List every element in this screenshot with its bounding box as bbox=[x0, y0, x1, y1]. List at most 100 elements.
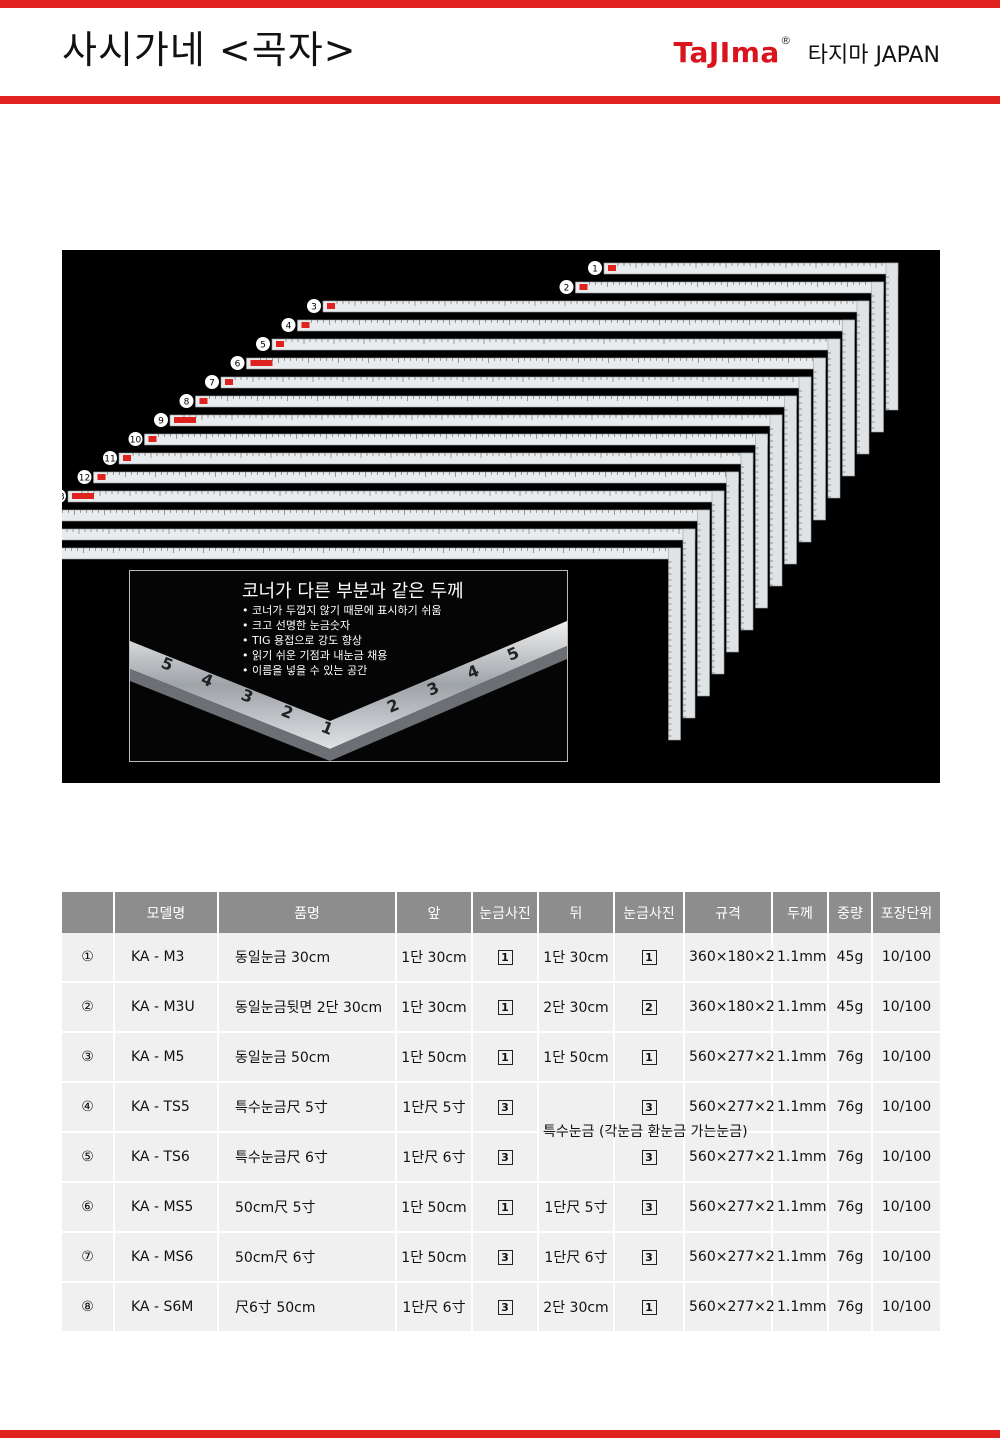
ruler-blade bbox=[769, 414, 783, 587]
front-scale: 1단 50cm bbox=[396, 1032, 473, 1083]
col-header-model: 모델명 bbox=[114, 892, 219, 933]
ruler-blade bbox=[813, 357, 826, 521]
ruler-ticks bbox=[697, 523, 701, 693]
front-scale-photo: 1 bbox=[472, 982, 539, 1033]
front-scale: 1단 30cm bbox=[396, 982, 473, 1033]
packing-unit: 10/100 bbox=[872, 933, 940, 983]
packing-unit: 10/100 bbox=[872, 1232, 940, 1283]
ruler-number-label: 6 bbox=[235, 360, 241, 370]
col-header-pack: 포장단위 bbox=[872, 892, 940, 933]
back-scale: 1단尺 5寸 bbox=[538, 1182, 615, 1233]
ruler-number-label: 4 bbox=[286, 322, 292, 332]
scale-photo-number: 1 bbox=[641, 1300, 657, 1315]
size-spec: 560×277×2 bbox=[684, 1132, 775, 1183]
col-header-size: 규격 bbox=[684, 892, 773, 933]
ruler-ticks bbox=[62, 510, 693, 515]
front-scale-photo: 3 bbox=[472, 1232, 539, 1283]
model-name: KA - TS5 bbox=[114, 1082, 219, 1133]
feature-item: 읽기 쉬운 기점과 내눈금 채용 bbox=[242, 648, 442, 663]
front-scale-photo: 3 bbox=[472, 1132, 539, 1183]
back-scale-photo: 1 bbox=[614, 1032, 685, 1083]
packing-unit: 10/100 bbox=[872, 982, 940, 1033]
row-number: ⑤ bbox=[62, 1132, 115, 1183]
front-scale: 1단尺 6寸 bbox=[396, 1132, 473, 1183]
top-accent-bar bbox=[0, 0, 1000, 8]
ruler-ticks bbox=[726, 485, 730, 649]
back-scale-photo: 2 bbox=[614, 982, 685, 1033]
back-scale: 1단 50cm bbox=[538, 1032, 615, 1083]
ruler-number-badge bbox=[179, 394, 194, 408]
ruler-ticks bbox=[857, 314, 860, 454]
front-scale-photo: 1 bbox=[472, 1182, 539, 1233]
tajima-logo-text: TaJIma bbox=[673, 36, 780, 69]
ruler-ticks bbox=[813, 371, 817, 517]
model-name: KA - M3 bbox=[114, 933, 219, 983]
front-scale-photo: 3 bbox=[472, 1082, 539, 1133]
weight: 76g bbox=[828, 1032, 873, 1083]
size-spec: 560×277×2 bbox=[684, 1282, 775, 1333]
ruler-blade bbox=[726, 471, 739, 653]
ruler-origin-mark bbox=[327, 303, 335, 309]
weight: 76g bbox=[828, 1282, 873, 1333]
ruler-number-label: 7 bbox=[209, 379, 215, 389]
ruler-ticks bbox=[209, 396, 780, 401]
feature-item: 크고 선명한 눈금숫자 bbox=[242, 618, 442, 633]
table-header-row: 모델명 품명 앞 눈금사진 뒤 눈금사진 규격 두께 중량 포장단위 bbox=[62, 892, 940, 933]
ruler-blade bbox=[67, 490, 725, 503]
ruler-origin-mark bbox=[276, 341, 284, 347]
ruler-origin-mark bbox=[608, 265, 616, 271]
front-scale: 1단 50cm bbox=[396, 1232, 473, 1283]
rulers-illustration: 16151413121110987654321 bbox=[62, 261, 899, 741]
brand: TaJIma® 타지마 JAPAN bbox=[673, 34, 940, 69]
scale-photo-number: 2 bbox=[641, 1000, 657, 1015]
ruler-origin-mark bbox=[250, 360, 273, 366]
ruler-origin-mark bbox=[72, 493, 94, 499]
ruler-number-badge bbox=[281, 318, 296, 332]
thickness: 1.1mm bbox=[772, 1182, 829, 1233]
col-header-weight: 중량 bbox=[828, 892, 873, 933]
front-scale-photo: 1 bbox=[472, 1032, 539, 1083]
back-scale-photo: 1 bbox=[614, 1282, 685, 1333]
ruler-blade bbox=[711, 490, 725, 675]
front-scale: 1단 50cm bbox=[396, 1182, 473, 1233]
ruler-ticks bbox=[617, 263, 883, 268]
ruler-number-badge bbox=[205, 375, 219, 389]
size-spec: 560×277×2 bbox=[684, 1232, 775, 1283]
product-name: 특수눈금尺 5寸 bbox=[218, 1082, 397, 1133]
ruler-blade bbox=[842, 319, 855, 477]
ruler-number-badge bbox=[154, 413, 168, 427]
ruler-ticks bbox=[234, 377, 794, 382]
col-header-front: 앞 bbox=[396, 892, 473, 933]
ruler-blade bbox=[62, 509, 710, 522]
row-number: ⑧ bbox=[62, 1282, 115, 1333]
scale-photo-number: 3 bbox=[497, 1150, 513, 1165]
product-photo: 16151413121110987654321 5 4 3 2 1 2 3 4 bbox=[62, 250, 940, 783]
ruler-number-label: 1 bbox=[592, 265, 598, 275]
back-scale: 2단 30cm bbox=[538, 1282, 615, 1333]
product-name: 50cm尺 6寸 bbox=[218, 1232, 397, 1283]
ruler-origin-mark bbox=[301, 322, 310, 328]
row-number: ③ bbox=[62, 1032, 115, 1083]
ruler-ticks bbox=[589, 282, 866, 287]
packing-unit: 10/100 bbox=[872, 1132, 940, 1183]
ruler-blade bbox=[220, 376, 812, 389]
row-number: ④ bbox=[62, 1082, 115, 1133]
ruler-number-label: 8 bbox=[184, 398, 190, 408]
ruler-ticks bbox=[828, 352, 831, 498]
back-scale: 1단 30cm bbox=[538, 933, 615, 983]
model-name: KA - MS5 bbox=[114, 1182, 219, 1233]
thickness: 1.1mm bbox=[772, 1032, 829, 1083]
front-scale: 1단 30cm bbox=[396, 933, 473, 983]
scale-photo-number: 1 bbox=[497, 1000, 513, 1015]
feature-list: 코너가 두껍지 않기 때문에 표시하기 쉬움 크고 선명한 눈금숫자 TIG 용… bbox=[242, 603, 442, 678]
ruler-number-badge bbox=[588, 261, 602, 275]
model-name: KA - M3U bbox=[114, 982, 219, 1033]
thickness: 1.1mm bbox=[772, 933, 829, 983]
ruler-number-label: 9 bbox=[158, 417, 164, 427]
bottom-accent-bar bbox=[0, 1430, 1000, 1438]
ruler-blade bbox=[195, 395, 797, 408]
product-name: 동일눈금 50cm bbox=[218, 1032, 397, 1083]
